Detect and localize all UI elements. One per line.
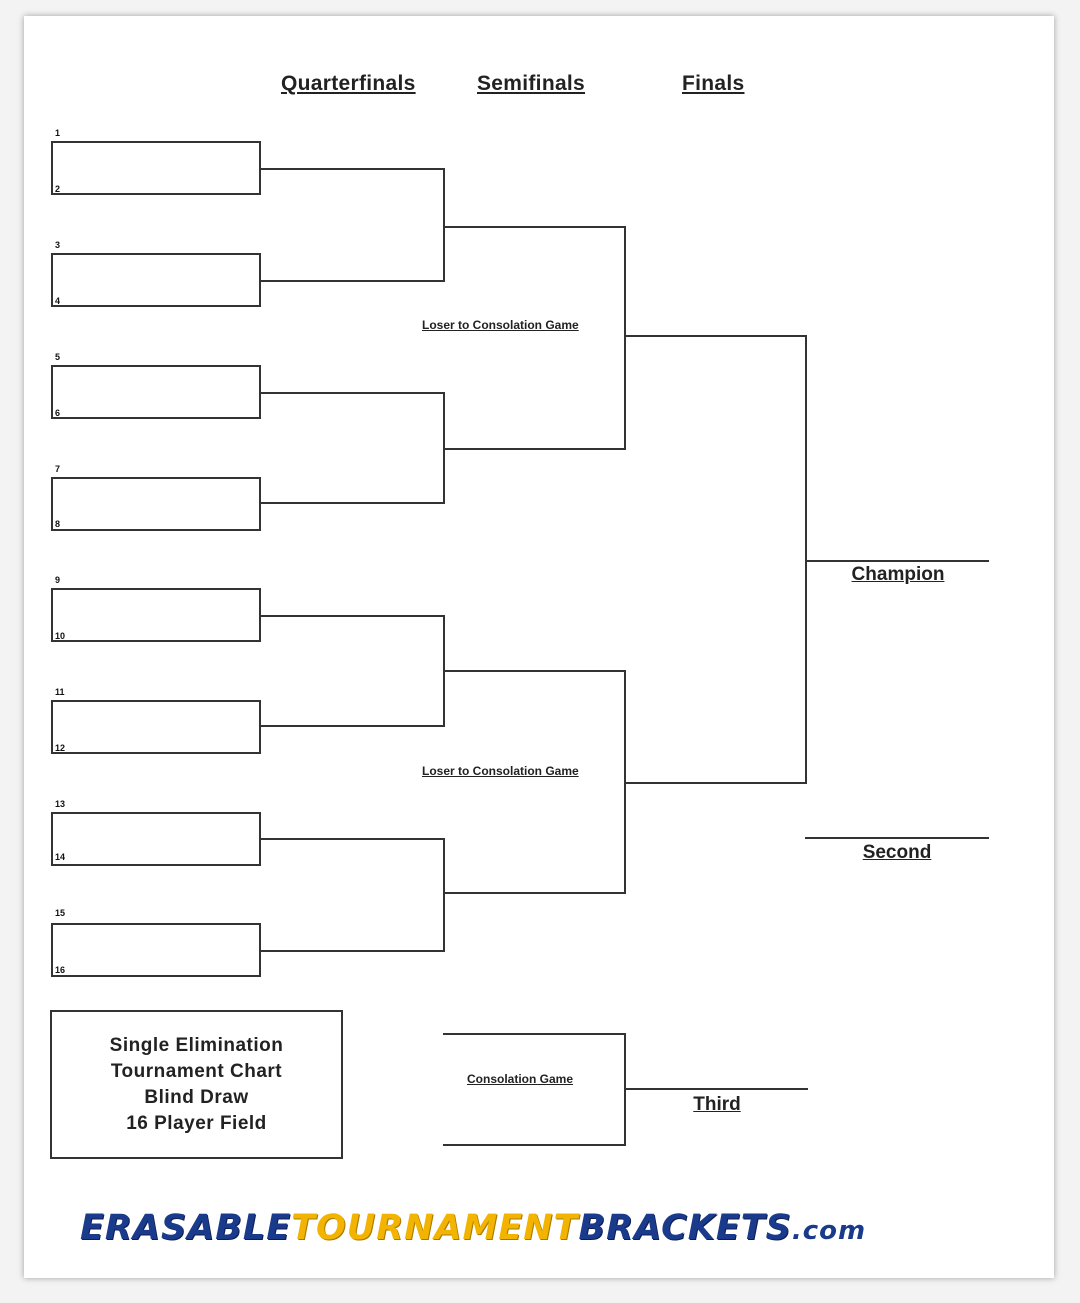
header-semifinals: Semifinals xyxy=(477,72,586,95)
logo-part: BRACKETS xyxy=(578,1208,792,1248)
bracket-line xyxy=(443,168,445,282)
bracket-line xyxy=(261,838,445,840)
second-label: Second xyxy=(862,842,932,863)
champion-label: Champion xyxy=(851,564,945,585)
match-box-3[interactable] xyxy=(51,365,261,419)
header-finals: Finals xyxy=(682,72,745,95)
seed-number: 9 xyxy=(55,575,61,585)
seed-number: 16 xyxy=(55,965,66,975)
seed-number: 7 xyxy=(55,464,61,474)
third-line xyxy=(626,1088,808,1090)
info-line: Single Elimination xyxy=(109,1034,284,1056)
bracket-line xyxy=(624,1033,626,1146)
logo-part: ERASABLE xyxy=(80,1208,292,1248)
site-logo: ERASABLETOURNAMENTBRACKETS.com xyxy=(80,1208,866,1248)
bracket-line xyxy=(443,838,445,952)
seed-number: 14 xyxy=(55,852,66,862)
match-box-1[interactable] xyxy=(51,141,261,195)
bracket-line xyxy=(445,226,626,228)
match-box-2[interactable] xyxy=(51,253,261,307)
bracket-line xyxy=(445,670,626,672)
header-quarterfinals: Quarterfinals xyxy=(281,72,416,95)
bracket-line xyxy=(445,448,626,450)
seed-number: 5 xyxy=(55,352,61,362)
bracket-line xyxy=(261,392,445,394)
bracket-line xyxy=(443,1033,626,1035)
bracket-line xyxy=(443,392,445,504)
loser-to-consolation-label: Loser to Consolation Game xyxy=(422,764,579,778)
match-box-5[interactable] xyxy=(51,588,261,642)
bracket-line xyxy=(443,1144,626,1146)
seed-number: 8 xyxy=(55,519,61,529)
match-box-4[interactable] xyxy=(51,477,261,531)
bracket-line xyxy=(624,670,626,894)
seed-number: 15 xyxy=(55,908,66,918)
tournament-info-box: Single Elimination Tournament Chart Blin… xyxy=(50,1010,343,1159)
second-line xyxy=(805,837,989,839)
info-line: Blind Draw xyxy=(144,1086,249,1108)
bracket-line xyxy=(261,615,445,617)
bracket-line xyxy=(261,950,445,952)
seed-number: 6 xyxy=(55,408,61,418)
bracket-line xyxy=(261,502,445,504)
bracket-line xyxy=(445,892,626,894)
bracket-line xyxy=(261,280,445,282)
bracket-line xyxy=(626,782,807,784)
bracket-line xyxy=(261,168,445,170)
seed-number: 13 xyxy=(55,799,66,809)
info-line: Tournament Chart xyxy=(110,1060,283,1082)
bracket-line xyxy=(261,725,445,727)
loser-to-consolation-label: Loser to Consolation Game xyxy=(422,318,579,332)
consolation-game-label: Consolation Game xyxy=(467,1072,574,1086)
seed-number: 12 xyxy=(55,743,66,753)
champion-line xyxy=(807,560,989,562)
seed-number: 4 xyxy=(55,296,61,306)
logo-part: TOURNAMENT xyxy=(291,1208,579,1248)
seed-number: 3 xyxy=(55,240,61,250)
bracket-line xyxy=(624,226,626,450)
match-box-6[interactable] xyxy=(51,700,261,754)
logo-part: .com xyxy=(791,1216,867,1246)
seed-number: 10 xyxy=(55,631,66,641)
bracket-line xyxy=(626,335,807,337)
seed-number: 2 xyxy=(55,184,61,194)
third-label: Third xyxy=(693,1094,741,1115)
seed-number: 1 xyxy=(55,128,61,138)
info-line: 16 Player Field xyxy=(126,1112,267,1134)
bracket-line xyxy=(443,615,445,727)
seed-number: 11 xyxy=(55,687,65,697)
match-box-7[interactable] xyxy=(51,812,261,866)
match-box-8[interactable] xyxy=(51,923,261,977)
bracket-line xyxy=(805,335,807,784)
